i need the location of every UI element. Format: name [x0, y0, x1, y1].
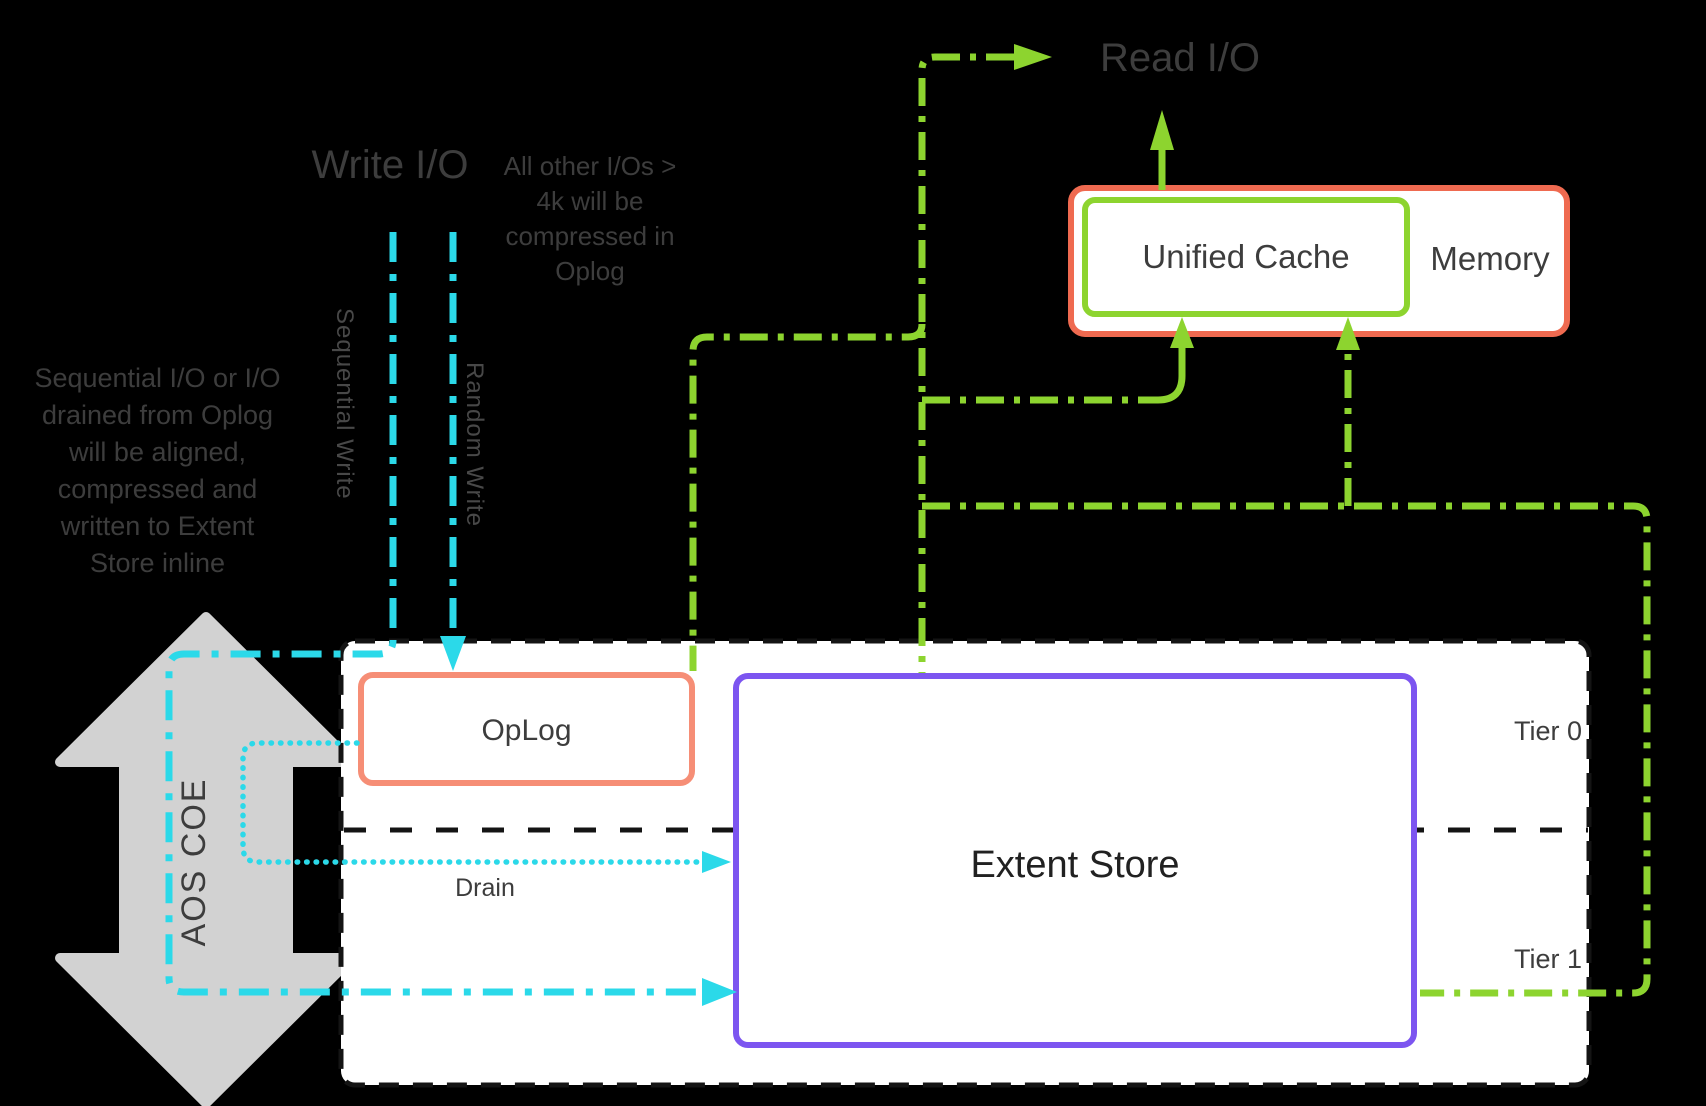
sequential-io-note-line: Sequential I/O or I/O: [34, 363, 281, 393]
oplog-box: [358, 672, 695, 786]
memory-label: Memory: [1430, 240, 1550, 277]
sequential-io-note: Sequential I/O or I/O drained from Oplog…: [5, 360, 310, 582]
write-io-title: Write I/O: [311, 143, 469, 187]
sequential-io-note-line: drained from Oplog: [41, 400, 274, 430]
aos-coe-label: AOS COE: [175, 777, 213, 947]
read-path-main-line: [918, 53, 1014, 673]
sequential-write-line: [165, 232, 702, 996]
sequential-write-label: Sequential Write: [331, 308, 358, 500]
sequential-io-note-line: Store inline: [89, 548, 226, 578]
cache-branch-long-line: [922, 502, 1651, 997]
cache-right-arrowhead: [1336, 317, 1360, 350]
write-io-note: All other I/Os > 4k will be compressed i…: [450, 149, 730, 289]
tier-1-label: Tier 1: [1513, 944, 1582, 974]
unified-cache-box: [1082, 197, 1410, 317]
sequential-write-arrowhead: [702, 978, 737, 1006]
sequential-io-note-line: written to Extent: [60, 511, 255, 541]
tier-0-label: Tier 0: [1513, 716, 1582, 746]
write-io-note-line: compressed in: [505, 221, 675, 251]
drain-label: Drain: [455, 874, 515, 902]
cache-to-read-arrowhead: [1150, 110, 1174, 150]
cache-branch-left-riser: [1157, 346, 1186, 404]
unified-cache-label: Unified Cache: [1142, 238, 1350, 275]
extent-store-box: [733, 673, 1417, 1048]
read-io-arrowhead: [1014, 44, 1052, 70]
read-io-title: Read I/O: [1099, 36, 1261, 80]
sequential-io-note-line: will be aligned,: [68, 437, 247, 467]
drain-arrowhead: [702, 851, 731, 873]
write-io-note-line: 4k will be: [536, 186, 644, 216]
sequential-io-note-line: compressed and: [57, 474, 258, 504]
drain-line: [240, 740, 703, 865]
write-io-note-line: Oplog: [555, 256, 625, 286]
write-io-note-line: All other I/Os >: [503, 151, 677, 181]
cache-left-arrowhead: [1170, 317, 1194, 348]
aos-coe-double-arrow: [55, 612, 357, 1106]
read-path-oplog-branch-line: [689, 323, 926, 671]
oplog-label: OpLog: [481, 714, 572, 747]
random-write-arrowhead: [440, 636, 466, 671]
extent-store-label: Extent Store: [970, 844, 1180, 886]
random-write-label: Random Write: [461, 362, 488, 527]
